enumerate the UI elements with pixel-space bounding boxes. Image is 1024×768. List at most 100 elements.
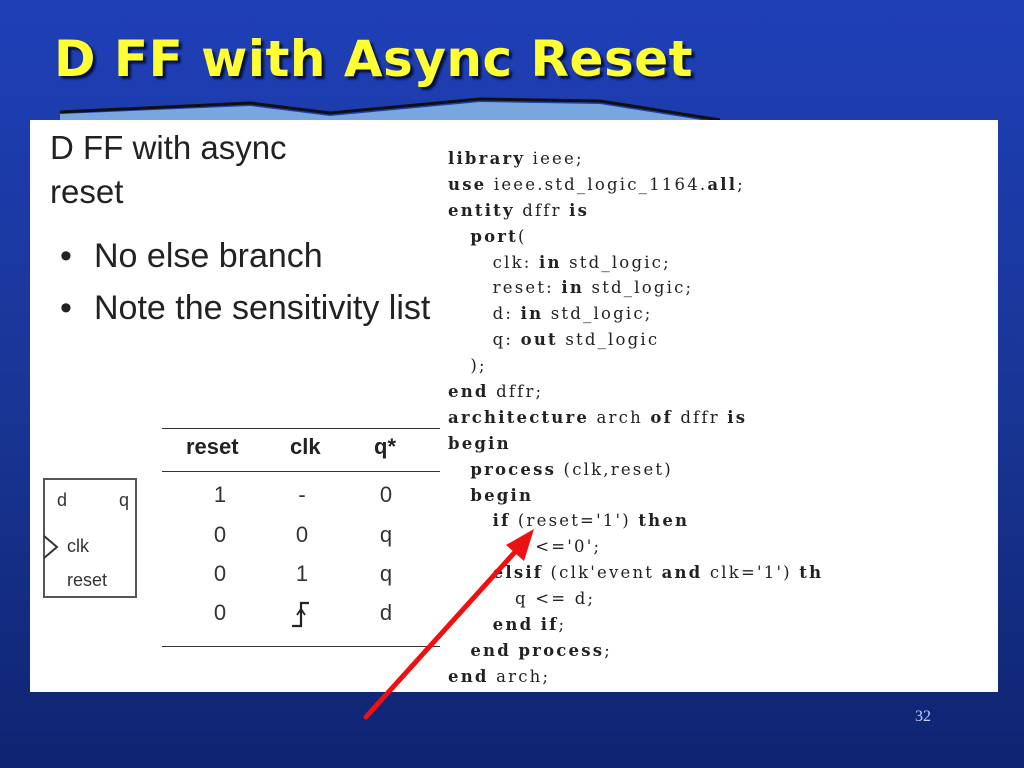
code-keyword: entity bbox=[448, 200, 515, 220]
code-keyword: in bbox=[539, 252, 562, 272]
code-text bbox=[533, 615, 540, 634]
code-text: ieee; bbox=[525, 149, 584, 168]
code-line: q <= d; bbox=[448, 586, 998, 612]
code-text: (clk,reset) bbox=[556, 459, 673, 479]
code-text: std_logic; bbox=[561, 252, 671, 272]
code-text: q: bbox=[492, 330, 521, 350]
code-keyword: begin bbox=[448, 433, 511, 453]
code-keyword: then bbox=[638, 511, 690, 531]
code-text: (reset='1') bbox=[510, 511, 639, 531]
table-cell: 0 bbox=[213, 522, 227, 547]
code-keyword: process bbox=[518, 640, 605, 660]
code-line: q <='0'; bbox=[448, 534, 998, 560]
code-text: std_logic; bbox=[543, 304, 653, 324]
code-indent bbox=[448, 589, 515, 608]
code-line: process (clk,reset) bbox=[448, 457, 998, 483]
code-indent bbox=[448, 563, 493, 582]
ff-q-label: q bbox=[119, 490, 130, 510]
code-indent bbox=[448, 641, 470, 660]
code-text: arch bbox=[589, 407, 651, 427]
panel-heading: D FF with async reset bbox=[50, 129, 287, 210]
code-text: dffr bbox=[514, 200, 570, 220]
code-line: entity dffr is bbox=[448, 198, 998, 224]
code-text: dffr; bbox=[488, 382, 544, 402]
code-line: end process; bbox=[448, 638, 998, 664]
table-cell: 0 bbox=[213, 561, 227, 586]
code-keyword: end bbox=[448, 666, 489, 686]
code-keyword: is bbox=[569, 200, 590, 220]
code-keyword: architecture bbox=[448, 407, 590, 427]
table-cell: 1 bbox=[295, 561, 309, 586]
code-text: ; bbox=[558, 615, 567, 635]
flipflop-symbol: d q clk reset bbox=[43, 478, 137, 598]
code-indent bbox=[448, 615, 493, 634]
bullet-marker: • bbox=[60, 289, 72, 327]
table-cell: 0 bbox=[213, 600, 227, 625]
ff-clk-label: clk bbox=[67, 536, 89, 556]
code-keyword: if bbox=[492, 511, 511, 531]
code-keyword: is bbox=[727, 407, 748, 427]
slide-title: D FF with Async Reset bbox=[54, 30, 694, 88]
code-indent bbox=[448, 537, 515, 556]
code-line: end arch; bbox=[448, 664, 998, 690]
code-keyword: elsif bbox=[492, 563, 544, 583]
slide-number: 32 bbox=[915, 708, 931, 725]
code-text: ; bbox=[604, 640, 612, 660]
code-text: dffr bbox=[672, 407, 728, 427]
code-line: end dffr; bbox=[448, 379, 998, 405]
bullet-text: Note the sensitivity list bbox=[94, 289, 431, 327]
code-text: ieee.std_logic_1164. bbox=[486, 174, 708, 194]
code-keyword: end bbox=[448, 382, 489, 402]
code-line: end if; bbox=[448, 612, 998, 638]
code-line: library ieee; bbox=[448, 146, 998, 172]
code-line: architecture arch of dffr is bbox=[448, 405, 998, 431]
code-keyword: use bbox=[448, 174, 487, 194]
code-text: d: bbox=[492, 304, 521, 324]
vhdl-code-block: library ieee;use ieee.std_logic_1164.all… bbox=[448, 146, 998, 691]
code-text: std_logic; bbox=[584, 278, 694, 298]
ff-reset-label: reset bbox=[67, 570, 108, 590]
code-text: (clk'event bbox=[543, 563, 662, 583]
code-text: q <= d; bbox=[515, 589, 596, 609]
code-text: clk: bbox=[492, 252, 539, 272]
code-text: arch; bbox=[488, 666, 551, 686]
bullet-list: • No else branch • Note the sensitivity … bbox=[54, 232, 434, 336]
table-cell: 0 bbox=[379, 482, 393, 507]
code-line: begin bbox=[448, 483, 998, 509]
code-indent bbox=[448, 486, 470, 505]
code-text: ( bbox=[518, 226, 527, 246]
code-line: reset: in std_logic; bbox=[448, 275, 998, 301]
code-keyword: end bbox=[470, 640, 511, 660]
table-cell: 0 bbox=[295, 522, 309, 547]
code-keyword: end bbox=[492, 615, 534, 635]
table-rule bbox=[162, 471, 440, 472]
table-cell: - bbox=[298, 482, 306, 507]
code-indent bbox=[448, 460, 470, 479]
code-keyword: th bbox=[799, 563, 824, 583]
code-line: elsif (clk'event and clk='1') th bbox=[448, 560, 998, 586]
code-line: q: out std_logic bbox=[448, 327, 998, 353]
table-header: reset bbox=[186, 434, 239, 459]
code-keyword: if bbox=[540, 615, 559, 635]
code-line: port( bbox=[448, 224, 998, 250]
bullet-item: • Note the sensitivity list bbox=[54, 284, 434, 332]
code-text: ; bbox=[737, 174, 745, 194]
code-indent bbox=[448, 253, 493, 272]
code-indent bbox=[448, 227, 470, 246]
bullet-item: • No else branch bbox=[54, 232, 434, 280]
code-keyword: and bbox=[661, 563, 703, 583]
code-keyword: in bbox=[520, 304, 544, 324]
code-indent bbox=[448, 304, 493, 323]
code-indent bbox=[448, 330, 493, 349]
rising-edge-icon bbox=[292, 601, 309, 628]
table-rule bbox=[162, 646, 440, 647]
code-line: begin bbox=[448, 431, 998, 457]
code-text: q <='0'; bbox=[515, 537, 602, 557]
bullet-marker: • bbox=[60, 237, 72, 275]
table-cell: 1 bbox=[213, 482, 227, 507]
code-keyword: out bbox=[520, 330, 558, 350]
ff-d-label: d bbox=[57, 490, 68, 510]
code-line: d: in std_logic; bbox=[448, 301, 998, 327]
code-keyword: all bbox=[707, 174, 738, 194]
table-rule bbox=[162, 428, 440, 429]
